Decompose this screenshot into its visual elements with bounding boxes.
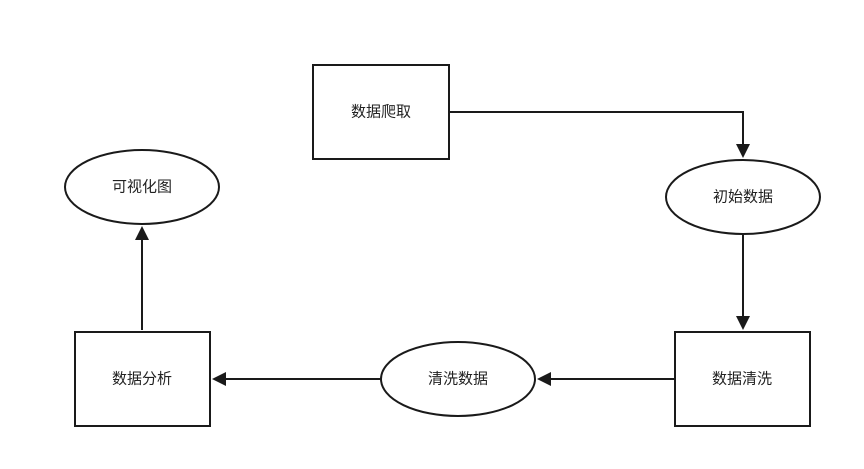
node-analysis-box [74,331,211,427]
edge-cleaned-data-to-analysis [212,372,381,386]
edge-clean-process-to-cleaned-data [537,372,675,386]
node-cleaned-data-ellipse [380,341,536,417]
node-clean-process: 数据清洗 [674,331,811,427]
node-cleaned-data-label: 清洗数据 [428,370,488,388]
node-analysis: 数据分析 [74,331,211,427]
node-raw-data-label: 初始数据 [713,188,773,206]
node-raw-data: 初始数据 [665,159,821,235]
node-analysis-label: 数据分析 [112,370,172,388]
node-crawl-label: 数据爬取 [351,103,411,121]
edge-analysis-to-visualization [135,226,149,330]
node-crawl-box [312,64,450,160]
node-cleaned-data: 清洗数据 [380,341,536,417]
node-visualization: 可视化图 [64,149,220,225]
node-clean-process-box [674,331,811,427]
edge-raw-data-to-clean-process [736,234,750,330]
node-raw-data-ellipse [665,159,821,235]
node-clean-process-label: 数据清洗 [712,370,772,388]
node-visualization-label: 可视化图 [112,178,172,196]
node-visualization-ellipse [64,149,220,225]
edge-crawl-to-raw-data [449,111,750,158]
node-crawl: 数据爬取 [312,64,450,160]
